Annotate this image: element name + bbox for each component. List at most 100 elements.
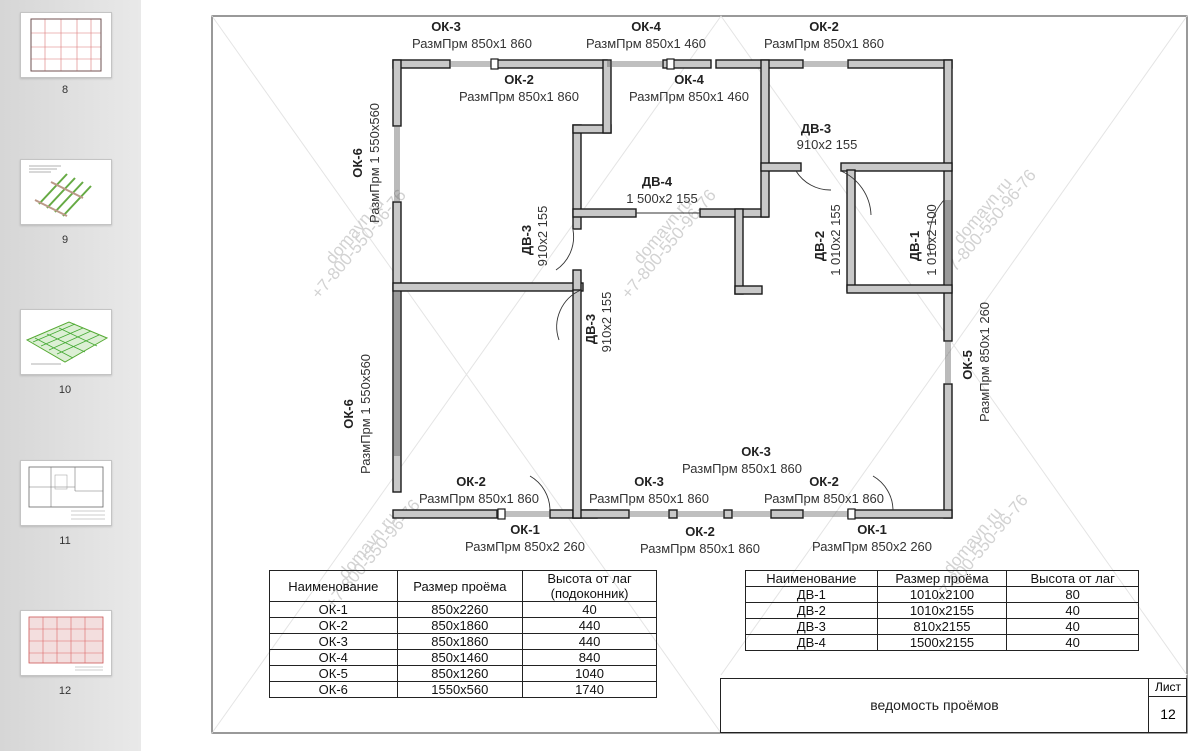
table-cell: ОК-3: [269, 633, 398, 650]
label-ok3-top-size: РазмПрм 850х1 860: [412, 36, 532, 51]
slide-number-9: 9: [61, 234, 69, 246]
label-ok2-bottom-center-size: РазмПрм 850х1 860: [640, 541, 760, 556]
label-ok2-inner-size: РазмПрм 850х1 860: [459, 89, 579, 104]
walls: [392, 59, 953, 519]
door-swing-arc: [556, 289, 582, 341]
label-ok3-bottom-size: РазмПрм 850х1 860: [589, 491, 709, 506]
wall-segment: [572, 208, 637, 218]
label-dv4-mark: ДВ-4: [642, 174, 673, 189]
wall-segment: [847, 59, 953, 69]
table-cell: 1550х560: [396, 681, 524, 698]
table-cell: 40: [1006, 634, 1139, 651]
table-cell: ОК-1: [269, 601, 398, 618]
slide-thumbnail-11[interactable]: [20, 460, 112, 526]
label-ok2-bottom-left-size: РазмПрм 850х1 860: [419, 491, 539, 506]
door-swing-arc: [840, 170, 872, 216]
label-ok2-top-size: РазмПрм 850х1 860: [764, 36, 884, 51]
floor-plan-thumbnail-icon: [30, 18, 102, 72]
label-ok6-top-size: РазмПрм 1 550х560: [367, 103, 382, 223]
table-cell: ДВ-3: [745, 618, 878, 635]
wall-segment: [572, 289, 582, 519]
windows-header-size: Размер проёма: [396, 570, 524, 602]
wall-segment: [846, 284, 953, 294]
label-dv3-c-mark: ДВ-3: [583, 314, 598, 344]
wall-segment: [392, 59, 402, 127]
windows-header-height: Высота от лаг (подоконник): [522, 570, 657, 602]
label-ok6-bottom-size: РазмПрм 1 550х560: [358, 354, 373, 474]
slide-number-12: 12: [58, 685, 72, 697]
label-ok2-top-mark: ОК-2: [809, 19, 839, 34]
wall-segment: [760, 59, 770, 218]
label-ok4-top-mark: ОК-4: [631, 19, 661, 34]
table-cell: 1010х2100: [876, 586, 1008, 603]
label-dv1-mark: ДВ-1: [907, 231, 922, 261]
wall-segment: [723, 509, 733, 519]
label-ok1-right-mark: ОК-1: [857, 522, 887, 537]
table-cell: ДВ-4: [745, 634, 878, 651]
label-ok3-bottom-mark: ОК-3: [634, 474, 664, 489]
windows-schedule-table: Наименование Размер проёма Высота от лаг…: [269, 570, 657, 698]
table-cell: 40: [522, 601, 657, 618]
wall-segment: [699, 208, 769, 218]
doors-schedule-table: Наименование Размер проёма Высота от лаг…: [745, 570, 1139, 651]
table-cell: 850х2260: [396, 601, 524, 618]
label-dv3-c-size: 910х2 155: [599, 292, 614, 353]
plan-sheet-thumbnail-icon: [28, 466, 105, 520]
slide-number-10: 10: [58, 384, 72, 396]
sheet-frame: [211, 15, 1188, 734]
opening-labels: ОК-3 РазмПрм 850х1 860 ОК-4 РазмПрм 850х…: [341, 19, 992, 556]
wall-segment: [495, 59, 608, 69]
label-ok4-inner-mark: ОК-4: [674, 72, 704, 87]
label-ok2-bottom-right-size: РазмПрм 850х1 860: [764, 491, 884, 506]
door-swing-arc: [795, 170, 832, 191]
color-plan-thumbnail-icon: [28, 616, 104, 671]
label-ok2-inner-mark: ОК-2: [504, 72, 534, 87]
table-cell: ДВ-1: [745, 586, 878, 603]
wall-segment: [760, 162, 802, 172]
label-ok4-top-size: РазмПрм 850х1 460: [586, 36, 706, 51]
doors-header-name: Наименование: [745, 570, 878, 587]
slide-thumbnail-10[interactable]: [20, 309, 112, 375]
sheet-number-cell: Лист 12: [1148, 679, 1187, 732]
table-cell: 840: [522, 649, 657, 666]
doors-header-size: Размер проёма: [876, 570, 1008, 587]
floor-frame-thumbnail-icon: [25, 321, 109, 365]
table-cell: 440: [522, 633, 657, 650]
label-ok5-size: РазмПрм 850х1 260: [977, 302, 992, 422]
table-cell: 850х1860: [396, 617, 524, 634]
label-ok3-bottom-mid-size: РазмПрм 850х1 860: [682, 461, 802, 476]
label-ok1-left-mark: ОК-1: [510, 522, 540, 537]
door-swing-arc: [555, 229, 575, 271]
label-dv1-size: 1 010х2 100: [924, 204, 939, 276]
table-cell: 850х1460: [396, 649, 524, 666]
slide-thumbnail-8[interactable]: [20, 12, 112, 78]
label-ok6-bottom-mark: ОК-6: [341, 399, 356, 429]
table-cell: 850х1860: [396, 633, 524, 650]
label-dv3-a-mark: ДВ-3: [801, 121, 831, 136]
table-cell: ОК-6: [269, 681, 398, 698]
label-ok3-top-mark: ОК-3: [431, 19, 461, 34]
windows-header-name: Наименование: [269, 570, 398, 602]
label-ok6-top-mark: ОК-6: [350, 148, 365, 178]
label-dv3-a-size: 910х2 155: [797, 137, 858, 152]
drawing-sheet: domavn.ru +7-800-550-96-76 domavn.ru +7-…: [141, 0, 1200, 751]
wall-segment: [734, 208, 744, 295]
table-cell: 1040: [522, 665, 657, 682]
label-dv4-size: 1 500х2 155: [626, 191, 698, 206]
wall-segment: [847, 509, 953, 519]
table-cell: ОК-5: [269, 665, 398, 682]
slide-number-8: 8: [61, 84, 69, 96]
slide-thumbnail-12[interactable]: [20, 610, 112, 676]
label-dv3-b-size: 910х2 155: [535, 206, 550, 267]
watermark-phone: +7-800-550-96-76: [938, 166, 1040, 283]
label-dv2-mark: ДВ-2: [812, 231, 827, 261]
table-cell: 440: [522, 617, 657, 634]
table-cell: 80: [1006, 586, 1139, 603]
wall-segment: [943, 383, 953, 519]
label-ok1-right-size: РазмПрм 850х2 260: [812, 539, 932, 554]
slide-thumbnail-9[interactable]: [20, 159, 112, 225]
